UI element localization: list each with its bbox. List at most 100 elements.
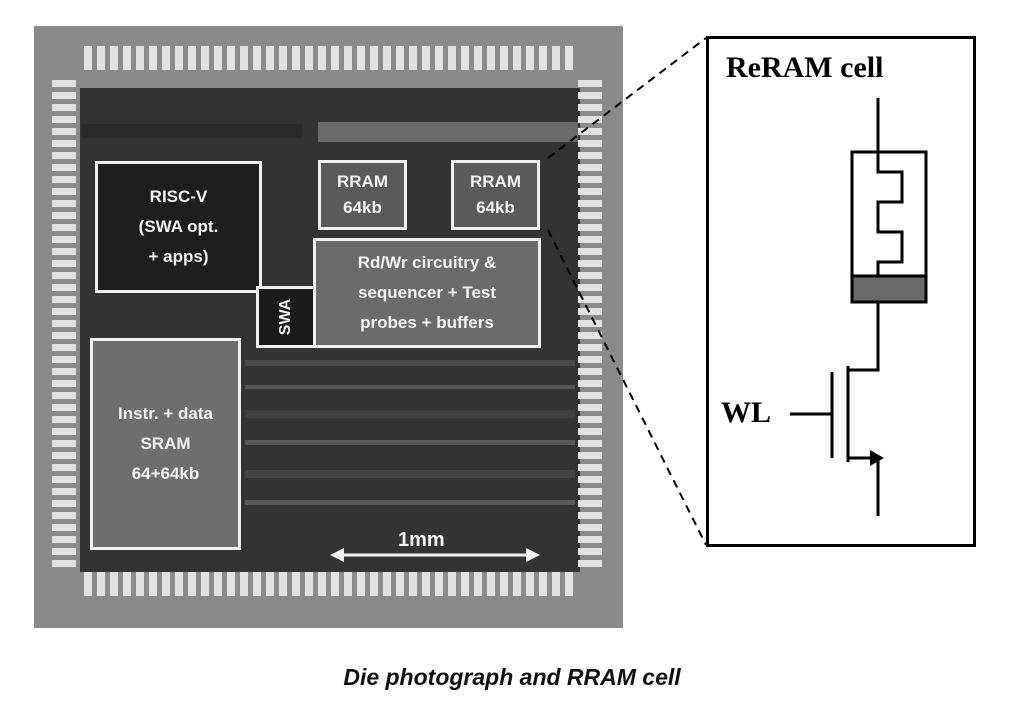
bond-pad bbox=[52, 488, 76, 495]
bond-pad bbox=[526, 46, 534, 70]
bond-pad bbox=[52, 80, 76, 87]
bond-pad bbox=[552, 572, 560, 596]
bond-pad bbox=[52, 176, 76, 183]
bond-pad bbox=[52, 500, 76, 507]
bond-pad bbox=[97, 572, 105, 596]
bond-pad bbox=[578, 380, 602, 387]
bond-pad bbox=[578, 104, 602, 111]
bond-pad bbox=[474, 572, 482, 596]
bond-pad bbox=[52, 548, 76, 555]
die-texture-stripe bbox=[245, 440, 575, 445]
bond-pad bbox=[149, 572, 157, 596]
bond-pad bbox=[52, 380, 76, 387]
bond-pad bbox=[52, 404, 76, 411]
bond-pad bbox=[565, 572, 573, 596]
bond-pad bbox=[305, 46, 313, 70]
bond-pad bbox=[578, 416, 602, 423]
die-texture-stripe bbox=[245, 410, 575, 418]
bond-pad bbox=[292, 572, 300, 596]
bond-pad bbox=[357, 46, 365, 70]
scale-bar-label: 1mm bbox=[398, 529, 445, 551]
die-texture-stripe bbox=[245, 500, 575, 505]
bond-pad bbox=[552, 46, 560, 70]
bond-pad bbox=[578, 164, 602, 171]
bond-pad bbox=[578, 296, 602, 303]
die-texture-stripe bbox=[318, 122, 578, 142]
bond-pad bbox=[52, 536, 76, 543]
bond-pad bbox=[84, 572, 92, 596]
bond-pad bbox=[578, 224, 602, 231]
bond-pad bbox=[578, 260, 602, 267]
scale-bar bbox=[330, 548, 540, 562]
die-texture-stripe bbox=[245, 385, 575, 389]
bond-pad bbox=[448, 46, 456, 70]
bond-pad bbox=[52, 344, 76, 351]
resistor-bottom-electrode bbox=[850, 274, 928, 304]
bond-pad bbox=[52, 368, 76, 375]
bond-pad bbox=[578, 248, 602, 255]
bond-pad bbox=[279, 46, 287, 70]
die-texture-stripe bbox=[82, 124, 302, 138]
bond-pad bbox=[318, 46, 326, 70]
bond-pad bbox=[500, 572, 508, 596]
bond-pad bbox=[578, 128, 602, 135]
bond-pad bbox=[578, 188, 602, 195]
bond-pad bbox=[188, 46, 196, 70]
bond-pad bbox=[52, 356, 76, 363]
bond-pad bbox=[52, 188, 76, 195]
bond-pad bbox=[110, 46, 118, 70]
bond-pad bbox=[175, 572, 183, 596]
reram-cell-title: ReRAM cell bbox=[726, 51, 884, 84]
bond-pad bbox=[52, 452, 76, 459]
bond-pad bbox=[422, 572, 430, 596]
bond-pad bbox=[52, 524, 76, 531]
bond-pad bbox=[396, 572, 404, 596]
bond-pad bbox=[578, 284, 602, 291]
bond-pad bbox=[357, 572, 365, 596]
bond-pad bbox=[409, 46, 417, 70]
bond-pad bbox=[97, 46, 105, 70]
figure-caption: Die photograph and RRAM cell bbox=[343, 664, 681, 690]
bond-pad bbox=[461, 46, 469, 70]
bond-pad bbox=[578, 464, 602, 471]
callout-leader-lines bbox=[547, 37, 707, 546]
bond-pad bbox=[448, 572, 456, 596]
bond-pad bbox=[565, 46, 573, 70]
bond-pad bbox=[500, 46, 508, 70]
bond-pad bbox=[513, 572, 521, 596]
bond-pad bbox=[52, 152, 76, 159]
bond-pad bbox=[123, 46, 131, 70]
bond-pad bbox=[292, 46, 300, 70]
bond-pad bbox=[52, 212, 76, 219]
bond-pad bbox=[227, 572, 235, 596]
bond-pad bbox=[52, 428, 76, 435]
bond-pad bbox=[52, 476, 76, 483]
bond-pad bbox=[383, 572, 391, 596]
bond-pad bbox=[578, 488, 602, 495]
bond-pad bbox=[52, 116, 76, 123]
bond-pad bbox=[52, 308, 76, 315]
bond-pad bbox=[52, 320, 76, 327]
bond-pad bbox=[52, 464, 76, 471]
bond-pad bbox=[175, 46, 183, 70]
bond-pad bbox=[52, 284, 76, 291]
bond-pad bbox=[136, 572, 144, 596]
bond-pad bbox=[435, 46, 443, 70]
bond-pad bbox=[253, 46, 261, 70]
bond-pad bbox=[396, 46, 404, 70]
resistor-element bbox=[850, 98, 928, 278]
bond-pad bbox=[578, 440, 602, 447]
bond-pad bbox=[578, 548, 602, 555]
bond-pad bbox=[578, 176, 602, 183]
bond-pad bbox=[578, 356, 602, 363]
bond-pad bbox=[383, 46, 391, 70]
sram-block: Instr. + data SRAM 64+64kb bbox=[90, 338, 241, 550]
bond-pad bbox=[84, 46, 92, 70]
bond-pad bbox=[578, 476, 602, 483]
bond-pad bbox=[52, 560, 76, 567]
risc-v-block: RISC-V (SWA opt. + apps) bbox=[95, 161, 262, 293]
bond-pad bbox=[578, 500, 602, 507]
bond-pad bbox=[331, 572, 339, 596]
